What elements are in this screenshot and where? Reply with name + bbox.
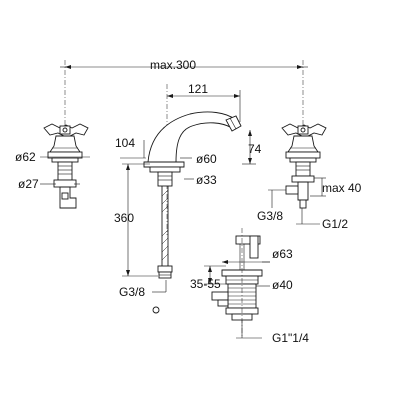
right-cross-handle: [281, 123, 327, 209]
spout-base-dia-label: ø60: [196, 152, 217, 166]
overall-width-dimension: [60, 60, 308, 205]
drain-thread-label: G1"1/4: [272, 331, 309, 345]
drain-range-label: 35-55: [190, 277, 221, 291]
left-shank-dia-label: ø27: [18, 177, 39, 191]
left-handle-dia-label: ø62: [15, 150, 36, 164]
spout-reach-label: 121: [188, 82, 208, 96]
pop-up-waste: [211, 228, 263, 336]
spout-dims: [120, 130, 256, 293]
max-span-label: max.300: [150, 58, 196, 72]
hose-connector-label: G3/8: [119, 285, 145, 299]
right-handle-dims: [268, 177, 326, 225]
drain-dims: [204, 260, 270, 339]
spout-hose: [152, 186, 173, 314]
drain-dia-label: ø63: [272, 247, 293, 261]
spout-shank-dia-label: ø33: [196, 173, 217, 187]
spout-height-label: 104: [115, 136, 135, 150]
left-cross-handle: [43, 123, 89, 209]
drain-body-dia-label: ø40: [272, 278, 293, 292]
right-max-depth-label: max 40: [322, 181, 362, 195]
spout-reach-dimension: [166, 84, 241, 235]
left-handle-dims: [40, 156, 90, 185]
spout-rise-label: 74: [248, 142, 262, 156]
spout-body: [143, 111, 242, 187]
right-inlet-label: G3/8: [257, 209, 283, 223]
hose-length-label: 360: [114, 211, 134, 225]
right-outlet-label: G1/2: [322, 217, 348, 231]
